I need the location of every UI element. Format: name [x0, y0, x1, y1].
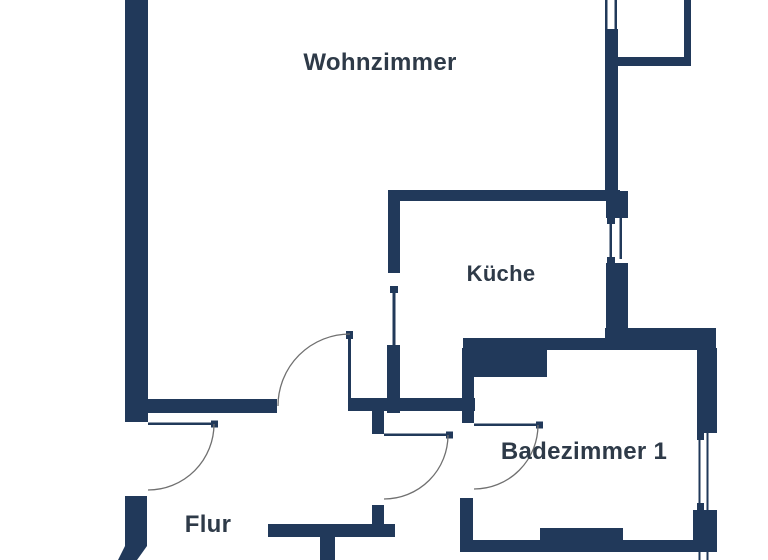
window-badezimmer-line-right: [706, 433, 709, 510]
wall-kueche-left-lower: [387, 345, 400, 413]
window-bay-line-left: [605, 0, 608, 31]
wall-badezimmer-bottom: [460, 540, 717, 552]
room-label-wohnzimmer: Wohnzimmer: [303, 49, 456, 76]
window-below-line-left: [698, 552, 701, 560]
wall-upper-right-horizontal: [605, 328, 716, 348]
wall-bay-right: [684, 0, 691, 57]
wall-flur-mid-upper: [372, 405, 384, 434]
wall-kueche-top: [388, 190, 620, 201]
door-left-arc: [147, 423, 215, 491]
window-kueche-line-left: [609, 218, 612, 259]
badezimmer-fixture-top: [473, 348, 547, 377]
wall-bay-bottom: [605, 57, 691, 66]
door-wohnzimmer-leaf: [348, 333, 351, 404]
door-badezimmer-leaf-cap: [536, 421, 543, 429]
window-badezimmer-cap-bottom: [697, 503, 704, 510]
room-label-badezimmer1: Badezimmer 1: [501, 438, 667, 465]
kueche-opening-line: [392, 288, 396, 345]
badezimmer-fixture-bottom: [540, 528, 623, 542]
wall-flur-left-lower: [125, 496, 147, 546]
wall-right-spine-lower: [606, 263, 628, 328]
window-badezimmer-line-left: [698, 433, 701, 510]
door-badezimmer-leaf: [474, 423, 538, 426]
wall-flur-bottom: [268, 524, 395, 537]
door-badezimmer-arc: [473, 424, 539, 490]
window-kueche-line-right: [619, 218, 622, 259]
wall-badezimmer-left-upper: [462, 348, 474, 423]
door-wohnzimmer-arc: [277, 333, 351, 407]
wall-right-spine-upper: [605, 29, 618, 191]
door-left-leaf: [148, 422, 213, 425]
room-label-flur: Flur: [185, 511, 232, 538]
door-flur-arc: [383, 434, 449, 500]
wall-flur-left-skew: [118, 546, 147, 560]
wall-wohnzimmer-bottom-right: [348, 398, 475, 411]
wall-wohnzimmer-bottom-left: [125, 399, 277, 413]
window-kueche-cap-bottom: [607, 257, 615, 264]
room-label-kueche: Küche: [467, 261, 536, 286]
wall-flur-mid-lower: [372, 505, 384, 525]
wall-badezimmer-left-lower: [460, 498, 473, 552]
window-below-line-right: [706, 552, 709, 560]
wall-kueche-left-upper: [388, 190, 400, 273]
door-flur-leaf-cap: [446, 431, 453, 439]
door-flur-leaf: [384, 433, 448, 436]
wall-left-exterior: [125, 0, 148, 422]
wall-flur-bottom-stub: [320, 537, 335, 560]
window-bay-line-right: [614, 0, 617, 31]
wall-badezimmer-right-upper: [697, 348, 717, 433]
